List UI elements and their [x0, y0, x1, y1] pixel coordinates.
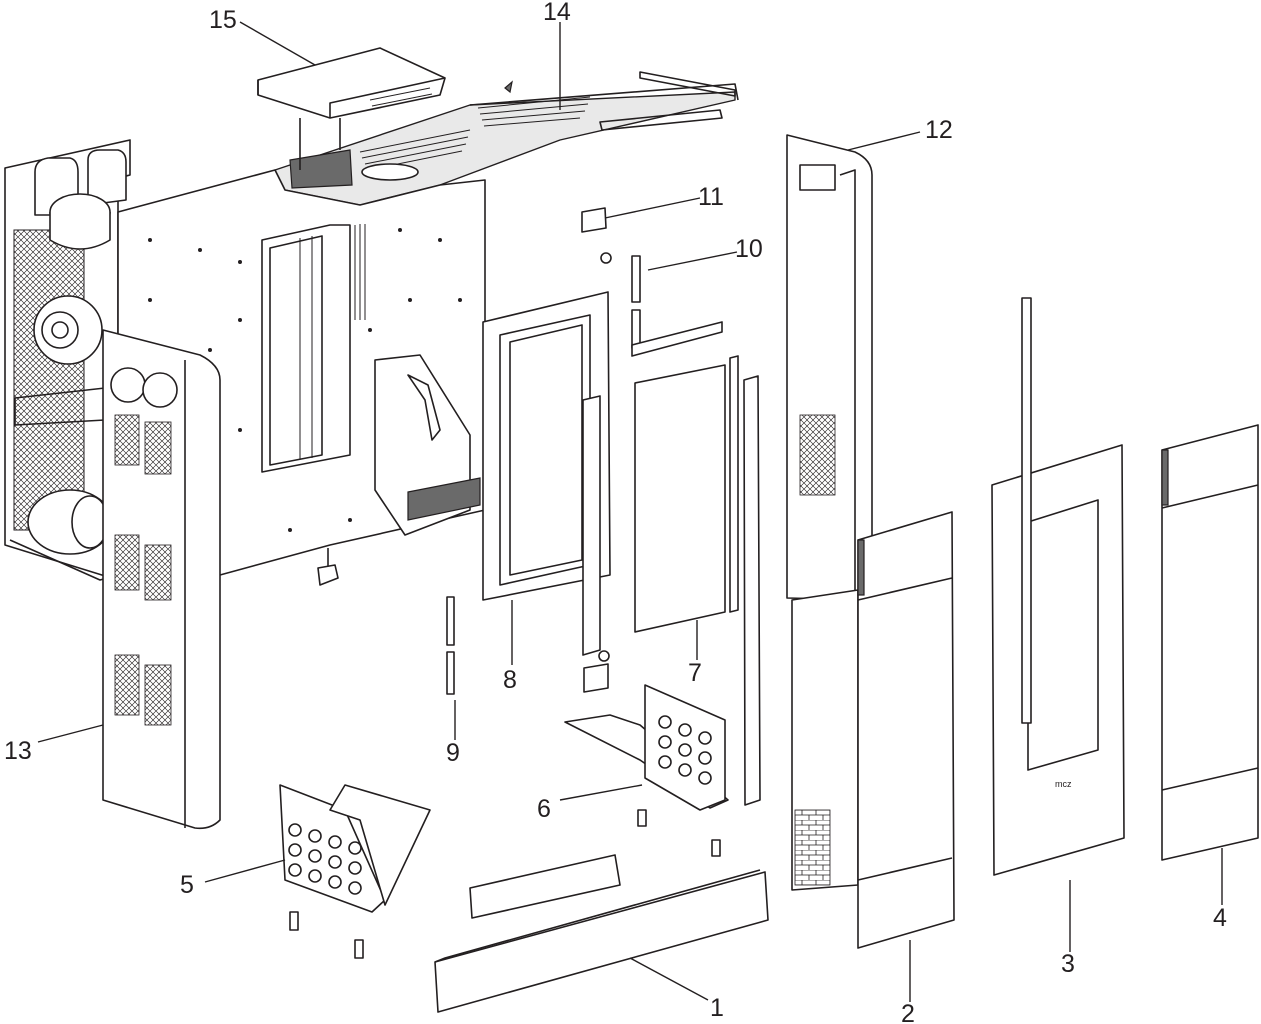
top-grille-hole	[361, 163, 419, 181]
part-side-strips	[446, 596, 455, 695]
top-grille-vents	[289, 96, 591, 189]
rear-mesh-panel	[13, 229, 85, 531]
deflector-holes	[658, 715, 712, 785]
callout-15: 15	[209, 6, 237, 34]
callout-11: 11	[698, 183, 724, 211]
leader-lines	[37, 21, 1223, 1002]
side-panel-grille	[799, 414, 836, 496]
panel-holes	[148, 228, 462, 532]
leader-1	[629, 957, 709, 1001]
callout-5: 5	[180, 871, 194, 899]
part-top-grille	[274, 71, 739, 206]
callout-1: 1	[710, 994, 724, 1022]
callout-labels: 1 2 3 4 5 6 7 8 9 10 11 12 13 14 15	[4, 0, 1227, 1024]
part-glass-strips	[729, 355, 761, 806]
part-main-body	[4, 139, 486, 586]
brick-pattern	[794, 809, 831, 886]
part-front-door: mcz	[991, 297, 1125, 876]
grille-vents	[407, 477, 481, 521]
part-right-side-panel	[786, 134, 873, 891]
callout-4: 4	[1213, 904, 1227, 932]
firebox-opening	[261, 224, 351, 473]
leader-6	[559, 784, 643, 801]
door-logo: mcz	[1055, 779, 1072, 789]
part-hinge-pin	[631, 255, 723, 357]
part-front-panel-left	[857, 511, 955, 949]
part-hinge-top	[581, 207, 612, 264]
power-plug-icon	[317, 564, 339, 586]
callout-6: 6	[537, 795, 551, 823]
part-left-side-panel	[102, 329, 221, 830]
callout-7: 7	[688, 659, 702, 687]
deflector-holes-left	[288, 823, 362, 895]
callout-14: 14	[543, 0, 571, 26]
callout-3: 3	[1061, 950, 1075, 978]
part-right-deflector	[564, 684, 729, 857]
leader-13	[37, 724, 104, 743]
side-panel-vents	[114, 414, 172, 726]
part-door-frame	[482, 291, 611, 656]
part-front-panel-right	[1161, 424, 1259, 861]
part-hinge-bottom	[583, 650, 610, 693]
callout-9: 9	[446, 739, 460, 767]
part-bottom-front-rail	[434, 854, 769, 1013]
part-top-cover-box	[257, 47, 446, 170]
part-door-glass	[634, 364, 726, 633]
callout-12: 12	[925, 116, 953, 144]
leader-12	[847, 131, 921, 151]
callout-13: 13	[4, 737, 32, 765]
part-left-deflector	[279, 784, 431, 959]
callout-8: 8	[503, 666, 517, 694]
top-grille-marker-icon	[504, 80, 513, 94]
leader-5	[204, 859, 286, 883]
leader-10	[647, 251, 738, 271]
leader-11	[604, 197, 701, 219]
callout-2: 2	[901, 1000, 915, 1024]
leader-15	[239, 21, 316, 66]
callout-10: 10	[735, 235, 763, 263]
